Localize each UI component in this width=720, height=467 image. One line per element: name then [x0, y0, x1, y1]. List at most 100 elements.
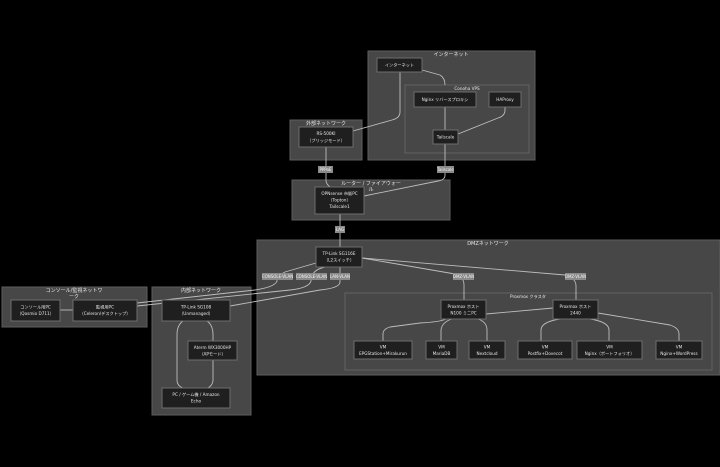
node-opnsense[interactable]: OPNsense 市販PC（Topton）Tailscale1	[314, 186, 365, 215]
svg-text:VM: VM	[676, 345, 683, 350]
node-aterm[interactable]: Aterm WX3000HP （APモード）	[187, 340, 238, 361]
svg-text:VM: VM	[438, 345, 445, 350]
svg-text:Proxmox ホスト: Proxmox ホスト	[560, 304, 592, 309]
edge	[325, 147, 331, 188]
node-haproxy[interactable]: HAProxy	[488, 91, 522, 108]
node-tailscale-vps[interactable]: Tailscale	[432, 129, 459, 145]
cluster-title: ルーター / ファイアウォー	[341, 180, 401, 187]
svg-text:Echo: Echo	[191, 399, 202, 404]
edge	[440, 318, 453, 341]
node-console-pc[interactable]: コンソール用PC（Qosmio D711）	[10, 299, 61, 322]
edge-label-lan-vlan: LAN-VLAN	[330, 273, 350, 280]
edge	[207, 360, 214, 389]
svg-text:Aterm WX3000HP: Aterm WX3000HP	[194, 345, 232, 350]
svg-text:LAG: LAG	[336, 227, 344, 232]
edge	[176, 320, 184, 389]
cluster-title: DMZネットワーク	[467, 241, 509, 247]
svg-text:コンソール用PC: コンソール用PC	[20, 305, 51, 311]
svg-text:（APモード）: （APモード）	[199, 352, 225, 357]
edge	[382, 318, 447, 341]
svg-text:VM: VM	[484, 345, 491, 350]
cluster-title: ル	[368, 187, 373, 193]
edge	[206, 320, 214, 341]
svg-text:TP-Link SG116E: TP-Link SG116E	[322, 251, 356, 256]
svg-text:（Celeron/デスクトップ）: （Celeron/デスクトップ）	[80, 310, 131, 317]
edge	[136, 266, 326, 307]
svg-text:Tailscale: Tailscale	[436, 167, 454, 172]
edge-label-lag: LAG	[335, 226, 345, 233]
node-sg108[interactable]: TP-Link SG108（Unmanaged）	[161, 299, 231, 322]
svg-text:監視用PC: 監視用PC	[96, 304, 114, 311]
svg-text:MariaDB: MariaDB	[433, 351, 451, 356]
svg-text:2440: 2440	[570, 311, 581, 316]
edge	[540, 318, 561, 341]
svg-text:VM: VM	[542, 345, 549, 350]
edge-label-dmz-vlan: DMZ-VLAN	[565, 273, 586, 280]
node-nginx-reverse-proxy[interactable]: Nginx リバースプロキシ	[413, 91, 477, 108]
node-sg116e[interactable]: TP-Link SG116E （L2スイッチ）	[315, 246, 363, 268]
node-proxmox-2440[interactable]: Proxmox ホスト 2440	[552, 299, 599, 320]
svg-text:（Unmanaged）: （Unmanaged）	[179, 311, 213, 316]
cluster-title: インターネット	[433, 51, 468, 58]
node-monitor-pc[interactable]: 監視用PC（Celeron/デスクトップ）	[72, 299, 138, 322]
svg-text:VM: VM	[606, 345, 613, 350]
cluster-title: Proxmox クラスタ	[510, 293, 546, 300]
svg-text:OPNsense 市販PC: OPNsense 市販PC	[321, 190, 357, 197]
edge-label-console-vlan: CONSOLE-VLAN	[296, 273, 327, 280]
svg-text:Proxmox ホスト: Proxmox ホスト	[448, 304, 480, 309]
svg-text:N100 ミニPC: N100 ミニPC	[450, 311, 476, 316]
node-internet[interactable]: インターネット	[376, 57, 423, 73]
svg-text:インターネット: インターネット	[385, 62, 414, 69]
svg-text:（ブリッジモード）: （ブリッジモード）	[307, 137, 345, 143]
svg-text:PC / ゲーム機 / Amazon: PC / ゲーム機 / Amazon	[172, 391, 219, 398]
edge	[352, 72, 401, 132]
cluster-title: 外部ネットワーク	[306, 120, 346, 127]
node-proxmox-n100[interactable]: Proxmox ホスト N100 ミニPC	[440, 299, 487, 320]
edge	[363, 144, 446, 197]
cluster-title: 内部ネットワーク	[181, 287, 221, 294]
edge	[589, 318, 610, 341]
svg-text:PPPoE: PPPoE	[319, 167, 332, 172]
svg-text:Nginx リバースプロキシ: Nginx リバースプロキシ	[422, 97, 469, 103]
node-rs500ki[interactable]: RS-500KI（ブリッジモード）	[298, 126, 354, 148]
svg-text:LAN-VLAN: LAN-VLAN	[330, 274, 350, 279]
cluster-title: コンソール/監視ネットワ	[46, 287, 103, 294]
svg-text:Nginx（ポートフォリオ）: Nginx（ポートフォリオ）	[585, 350, 635, 356]
edge	[421, 69, 446, 86]
svg-text:（Qosmio D711）: （Qosmio D711）	[17, 311, 54, 316]
edge	[229, 267, 341, 307]
svg-text:Nginx+WordPress: Nginx+WordPress	[660, 351, 697, 356]
svg-text:Tailscale: Tailscale	[436, 135, 455, 140]
svg-text:（L2スイッチ）: （L2スイッチ）	[324, 258, 354, 263]
svg-text:Postfix+Dovecot: Postfix+Dovecot	[528, 351, 563, 356]
cluster-title: ーク	[69, 294, 79, 300]
svg-text:DMZ-VLAN: DMZ-VLAN	[453, 274, 474, 279]
svg-text:VM: VM	[380, 345, 387, 350]
svg-text:HAProxy: HAProxy	[496, 97, 514, 102]
svg-text:（Topton）: （Topton）	[328, 198, 350, 203]
svg-text:Tailscale1: Tailscale1	[328, 204, 350, 209]
svg-text:CONSOLE-VLAN: CONSOLE-VLAN	[262, 274, 293, 279]
svg-text:Nextcloud: Nextcloud	[476, 351, 497, 356]
svg-text:EPGStation+Mirakurun: EPGStation+Mirakurun	[359, 351, 407, 356]
edge	[457, 107, 506, 135]
svg-text:CONSOLE-VLAN: CONSOLE-VLAN	[296, 274, 327, 279]
edge-label-dmz-vlan: DMZ-VLAN	[453, 273, 474, 280]
svg-text:TP-Link SG108: TP-Link SG108	[180, 305, 212, 310]
edge-label-console-vlan: CONSOLE-VLAN	[262, 273, 293, 280]
edge-label-pppoe: PPPoE	[318, 166, 333, 173]
edge	[597, 312, 680, 341]
svg-text:RS-500KI: RS-500KI	[316, 131, 335, 136]
cluster-title: Conoha VPS	[454, 86, 480, 91]
svg-text:DMZ-VLAN: DMZ-VLAN	[565, 274, 586, 279]
edge	[477, 318, 488, 341]
edge-label-tailscale: Tailscale	[436, 166, 454, 173]
